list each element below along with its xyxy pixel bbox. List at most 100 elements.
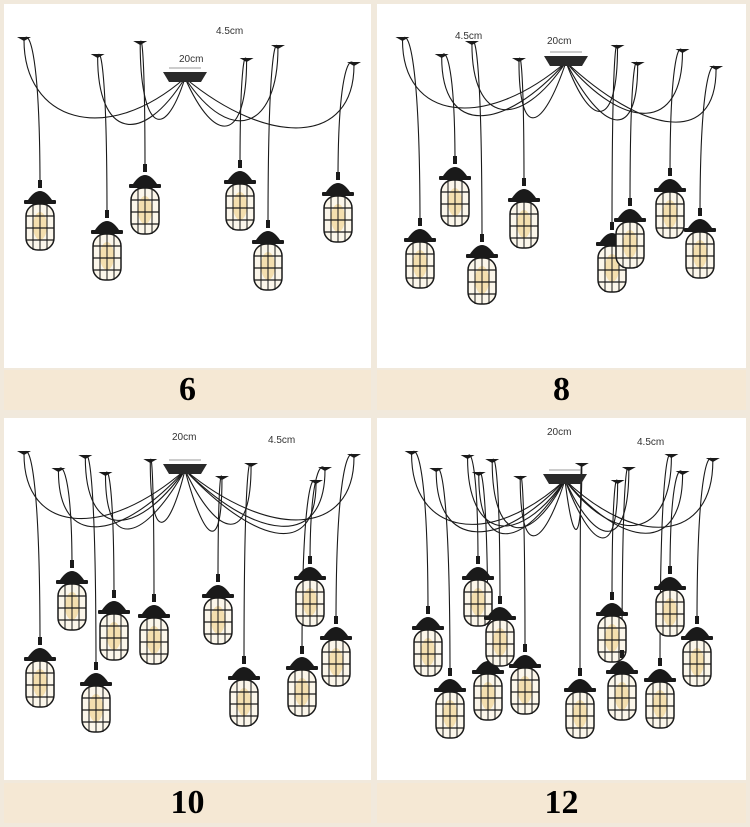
cage-lamp [80,662,112,733]
cord [441,53,456,165]
cord [565,51,684,114]
cage-lamp [472,650,504,721]
cord [23,39,186,119]
hook-icon [485,459,500,463]
cord [184,47,279,122]
canopy-dimension: 20cm [179,54,203,65]
cage-lamp [606,650,638,721]
hook-icon [214,476,229,480]
cord [104,469,186,530]
hook-icon [705,458,720,462]
cage-lamp [98,590,130,661]
hook-icon [347,454,361,458]
hook-icon [17,37,31,41]
cord [518,60,567,119]
cage-lamp [138,594,170,665]
cord [149,461,186,523]
cord [239,57,248,169]
canopy [543,474,587,484]
hook-icon [511,58,526,62]
cage-lamp [654,168,686,239]
cage-lamp [466,234,498,305]
canopy-dimension: 20cm [547,36,571,47]
hook-icon [610,480,625,484]
cage-lamp [654,566,686,637]
hook-icon [675,49,690,53]
cord [184,469,317,535]
cage-lamp [320,616,352,687]
cord [669,48,684,177]
hook-icon [78,455,93,459]
cord [467,457,566,527]
cord [435,470,566,533]
hook-icon [90,54,105,58]
cord [467,454,479,565]
hook-icon [51,468,66,472]
cord [564,460,714,528]
cord [564,465,583,530]
cord [491,461,566,529]
hook-icon [464,41,479,45]
cage-lamp [614,198,646,269]
cage-lamp [91,210,123,281]
cage-lamp [412,606,444,677]
cage-lamp [294,556,326,627]
cord [84,457,186,521]
hook-icon [244,463,259,467]
hook-icon [610,45,625,49]
cage-lamp [681,616,713,687]
cord [97,56,186,125]
cords [411,450,714,677]
hook-icon [513,476,528,480]
cage-lamp [596,592,628,663]
cord [23,450,41,646]
cage-lamp [644,658,676,729]
cord [401,36,421,227]
hook-icon [17,451,31,455]
cord [104,471,115,599]
cord [184,64,355,129]
cord [23,36,41,189]
hook-icon [630,62,645,66]
hook-icon [309,480,324,484]
cord [139,43,186,120]
cord [184,469,223,532]
cage-lamp [24,180,56,251]
hook-icon [98,472,113,476]
lamp-dimension: 4.5cm [268,435,295,446]
cord [564,469,630,532]
cage-lamp [484,596,516,667]
cage-lamp [684,208,716,279]
cord [565,47,619,112]
cords [401,36,717,243]
hook-icon [621,467,636,471]
cage-lamp [286,646,318,717]
cage-lamp [404,218,436,289]
cord [471,40,483,243]
hook-icon [395,37,410,41]
cage-lamp [509,644,541,715]
cage-lamp [228,656,260,727]
cage-lamp [56,560,88,631]
cage-lamp [508,178,540,249]
hook-icon [347,62,361,66]
canopy [163,464,207,474]
cord [411,453,566,525]
hook-icon [675,471,690,475]
hook-icon [143,459,158,463]
variant-8-image: 20cm 4.5cm [377,4,746,368]
hook-icon [709,66,724,70]
hook-icon [133,41,148,45]
hook-icon [471,472,486,476]
canopy [163,72,207,82]
cage-lamp [434,668,466,739]
lamp-dimension: 4.5cm [455,31,482,42]
hook-icon [404,451,419,455]
hook-icon [574,463,589,467]
cage-lamp [24,637,56,708]
cord [471,43,567,111]
hook-icon [318,467,332,471]
hook-icon [434,54,449,58]
